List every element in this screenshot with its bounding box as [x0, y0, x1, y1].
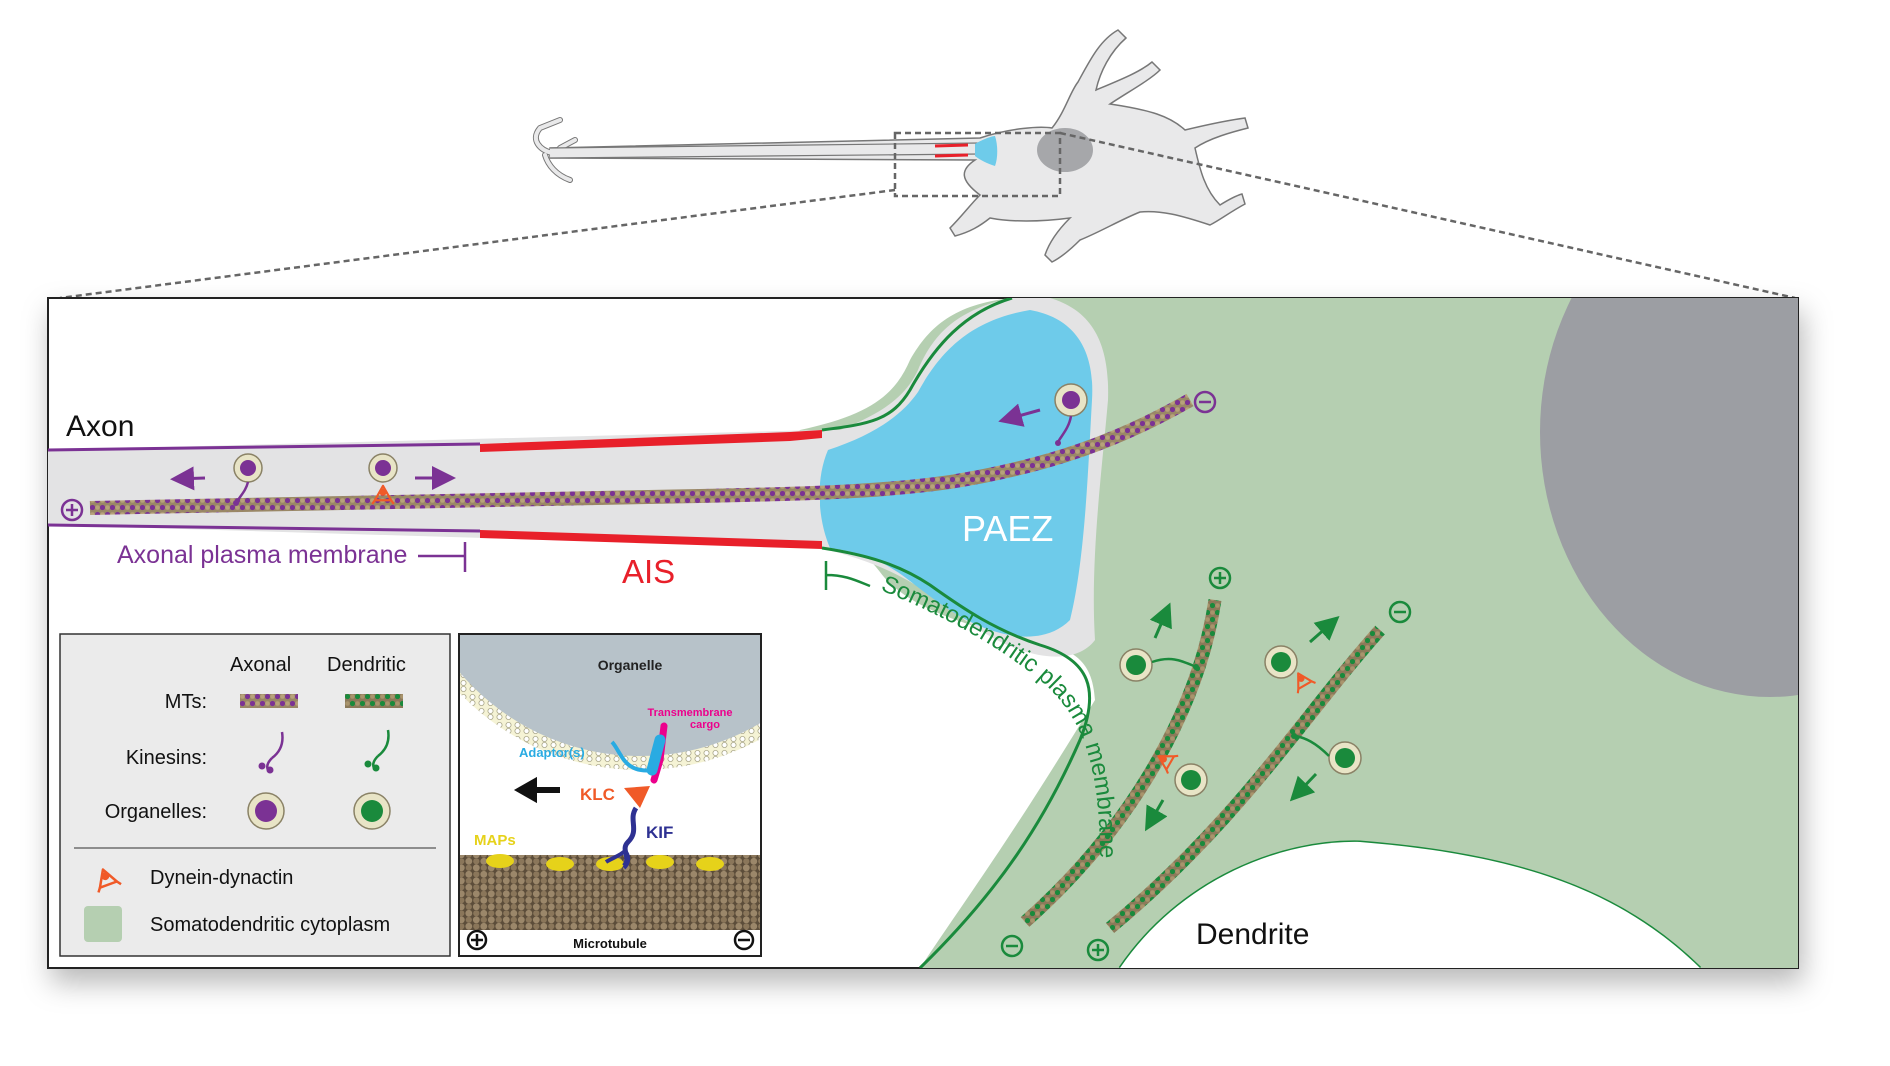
axonal-plasma-membrane-label: Axonal plasma membrane — [117, 541, 407, 569]
axonal-microtubule — [89, 393, 1194, 515]
nucleus — [1540, 298, 1798, 697]
plus-end-icon — [466, 929, 488, 951]
kinesin-icon — [258, 731, 284, 774]
legend-cytoplasm: Somatodendritic cytoplasm — [150, 914, 390, 936]
minus-end-icon — [733, 929, 755, 951]
inset-cargo-label-1: Transmembrane — [648, 707, 733, 719]
organelle-icon — [233, 453, 263, 506]
paez-label: PAEZ — [962, 508, 1053, 549]
organelle-icon — [247, 792, 285, 830]
inset-klc-label: KLC — [580, 785, 615, 804]
legend-dendritic-mt — [345, 694, 403, 708]
somatodendritic-membrane-line — [821, 298, 1013, 432]
organelle-icon — [1054, 383, 1088, 446]
plus-end-icon — [60, 498, 84, 522]
legend-cytoplasm-swatch — [84, 906, 122, 942]
legend-col-dendritic: Dendritic — [327, 654, 406, 676]
axon-label: Axon — [66, 410, 134, 443]
dendritic-microtubule-1 — [1020, 599, 1222, 927]
somatodendritic-bracket — [824, 561, 871, 590]
ais-top — [480, 430, 822, 452]
neuron-overview — [59, 29, 1796, 300]
organelle-icon — [1152, 746, 1208, 797]
organelle-icon — [368, 453, 398, 506]
legend-col-axonal: Axonal — [230, 654, 291, 676]
legend-row-organelles: Organelles: — [105, 801, 207, 823]
organelle-icon — [353, 792, 391, 830]
inset-kif-label: KIF — [646, 823, 673, 842]
direction-arrow-icon — [170, 403, 1041, 491]
direction-arrow-icon — [513, 776, 560, 804]
transport-inset: Organelle Transmembrane cargo Adaptor(s)… — [458, 633, 762, 957]
minus-end-icon — [1193, 390, 1217, 414]
inset-cargo-label-2: cargo — [690, 719, 720, 731]
organelle-icon — [1264, 645, 1317, 695]
legend-row-kinesins: Kinesins: — [126, 747, 207, 769]
dendritic-microtubule-2 — [1105, 625, 1385, 933]
inset-microtubule-label: Microtubule — [573, 936, 647, 951]
plus-end-icon — [1086, 566, 1232, 962]
dendrite-label: Dendrite — [1196, 918, 1309, 951]
kinesin-icon — [364, 729, 390, 772]
main-panel — [48, 298, 1798, 968]
legend-dynein: Dynein-dynactin — [150, 867, 293, 889]
inset-adaptor-label: Adaptor(s) — [519, 745, 585, 760]
minus-end-icon — [1000, 600, 1412, 958]
legend-axonal-mt — [240, 694, 298, 708]
inset-maps-label: MAPs — [474, 832, 516, 849]
ais-bottom — [480, 530, 822, 549]
legend-row-mts: MTs: — [165, 691, 207, 713]
organelle-icon — [1291, 733, 1362, 775]
paez-region — [819, 310, 1093, 637]
inset-organelle-label: Organelle — [598, 657, 663, 673]
legend: Axonal Dendritic MTs: Kinesins: Organell… — [59, 633, 451, 957]
direction-arrow-icon — [1145, 602, 1340, 832]
axonal-membrane-bracket — [418, 542, 467, 572]
ais-label: AIS — [622, 553, 675, 590]
organelle-icon — [1119, 648, 1199, 682]
